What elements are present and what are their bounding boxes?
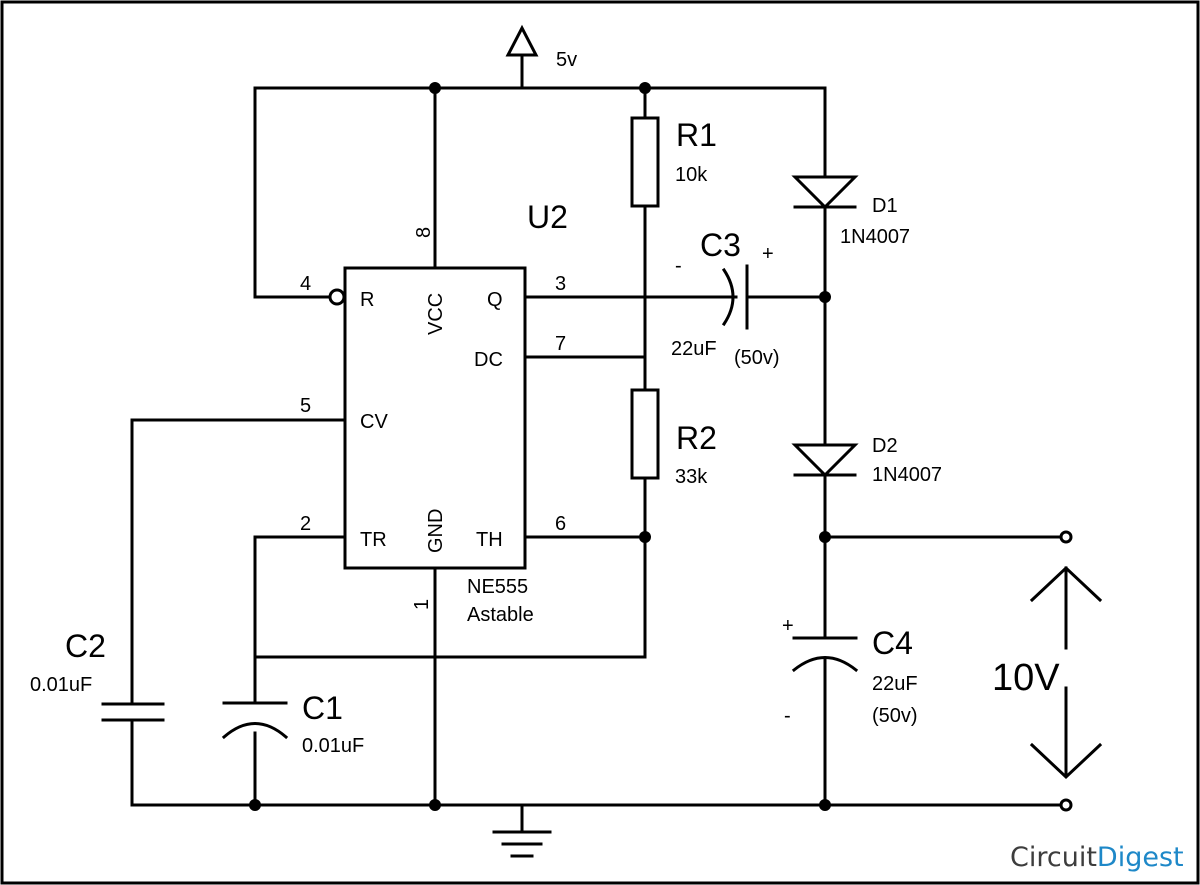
c4-minus: - <box>784 705 791 727</box>
wires <box>130 53 1067 834</box>
pin-num-2: 2 <box>300 513 311 535</box>
capacitor-c3 <box>721 264 749 330</box>
resistor-r1 <box>630 116 660 208</box>
pin-name-dc: DC <box>474 349 503 371</box>
ic-mode-label: Astable <box>467 604 534 626</box>
circuitdigest-logo: CircuitDigest <box>1010 842 1184 873</box>
capacitor-c4 <box>791 636 859 673</box>
pin-num-1: 1 <box>411 599 433 610</box>
c3-ref: C3 <box>700 227 741 263</box>
c2-value: 0.01uF <box>30 674 92 696</box>
ground-icon <box>492 830 552 858</box>
c4-value: 22uF <box>872 673 918 695</box>
pin-num-5: 5 <box>300 395 311 417</box>
diode-d1 <box>791 175 859 210</box>
junction-dots <box>249 82 831 811</box>
c3-rating: (50v) <box>734 347 780 369</box>
c1-ref: C1 <box>302 690 343 726</box>
c4-plus: + <box>782 615 794 637</box>
ic-555 <box>328 266 527 570</box>
output-voltage-label: 10V <box>992 657 1060 699</box>
r1-ref: R1 <box>676 117 717 153</box>
pin-num-7: 7 <box>555 333 566 355</box>
c3-minus: - <box>675 255 682 277</box>
capacitor-c1 <box>221 701 289 740</box>
pin-num-6: 6 <box>555 513 566 535</box>
r1-value: 10k <box>675 164 708 186</box>
pin-num-4: 4 <box>300 273 311 295</box>
pin-name-r: R <box>360 289 374 311</box>
ic-part-label: NE555 <box>467 576 528 598</box>
pin-name-tr: TR <box>360 529 387 551</box>
pin-name-vcc: VCC <box>425 293 447 335</box>
c3-value: 22uF <box>671 338 717 360</box>
supply-arrow-icon <box>505 24 539 57</box>
diode-d2 <box>791 443 859 478</box>
svg-text:CircuitDigest: CircuitDigest <box>1010 842 1184 873</box>
resistor-r2 <box>630 388 660 480</box>
logo-part-2: Digest <box>1097 842 1184 873</box>
c4-rating: (50v) <box>872 705 918 727</box>
reset-inversion-bubble <box>328 288 346 306</box>
pin-name-gnd: GND <box>425 509 447 553</box>
d2-ref: D2 <box>872 435 898 457</box>
d1-ref: D1 <box>872 195 898 217</box>
r2-value: 33k <box>675 466 708 488</box>
output-terminals <box>1059 530 1073 812</box>
pin-num-8: 8 <box>413 227 435 238</box>
pin-name-cv: CV <box>360 411 388 433</box>
c2-ref: C2 <box>65 628 106 664</box>
logo-part-1: Circuit <box>1010 842 1097 873</box>
d1-part: 1N4007 <box>840 226 910 248</box>
pin-num-3: 3 <box>555 273 566 295</box>
r2-ref: R2 <box>676 420 717 456</box>
pin-name-q: Q <box>487 289 503 311</box>
supply-label: 5v <box>556 49 577 71</box>
ic-ref-label: U2 <box>527 199 568 235</box>
output-voltage-arrow-icon <box>1029 565 1103 780</box>
d2-part: 1N4007 <box>872 464 942 486</box>
capacitor-c2 <box>101 702 165 722</box>
c1-value: 0.01uF <box>302 735 364 757</box>
c4-ref: C4 <box>872 625 913 661</box>
c3-plus: + <box>762 243 774 265</box>
pin-name-th: TH <box>476 529 503 551</box>
